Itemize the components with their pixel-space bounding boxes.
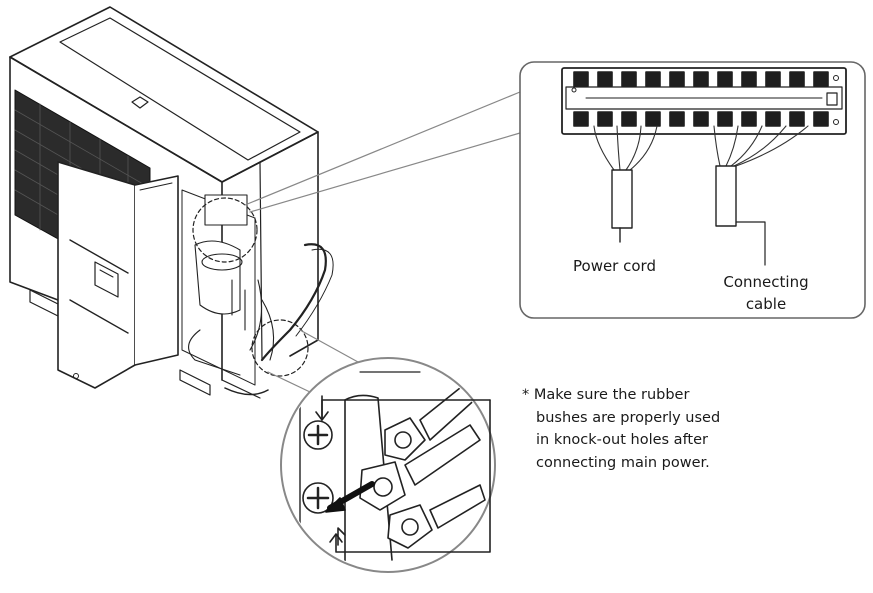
connecting-cable-label-line2: cable: [745, 295, 787, 313]
terminal-detail-box: [519, 61, 866, 319]
terminal-callout-lines: [244, 91, 521, 213]
front-service-panel: [57, 161, 179, 389]
knockout-highlight-circle: [251, 319, 309, 377]
terminal-screws-bottom: [573, 111, 829, 127]
connecting-cable-wires: [713, 125, 809, 167]
connecting-cable-label-line1: Connecting: [723, 273, 809, 291]
terminal-screws-top: [573, 71, 829, 87]
pipe-valves: [359, 379, 486, 549]
note-line-4: connecting main power.: [536, 454, 710, 471]
power-cord-wires: [593, 125, 658, 171]
magnified-knockout-detail: [267, 329, 496, 573]
power-cord-label: Power cord: [573, 257, 656, 275]
terminal-highlight-circle: [192, 197, 258, 263]
note-line-2: bushes are properly used: [536, 409, 721, 426]
connecting-cable: [715, 165, 737, 227]
power-cord: [611, 169, 633, 229]
note-line-3: in knock-out holes after: [536, 432, 708, 448]
rubber-bush-top: [303, 420, 333, 450]
rubber-bush-bottom: [302, 482, 334, 514]
outdoor-unit: [9, 6, 319, 399]
internal-components: [181, 189, 334, 396]
rubber-bush-note: * Make sure the rubber bushes are proper…: [522, 384, 720, 474]
note-line-1: * Make sure the rubber: [522, 387, 690, 403]
